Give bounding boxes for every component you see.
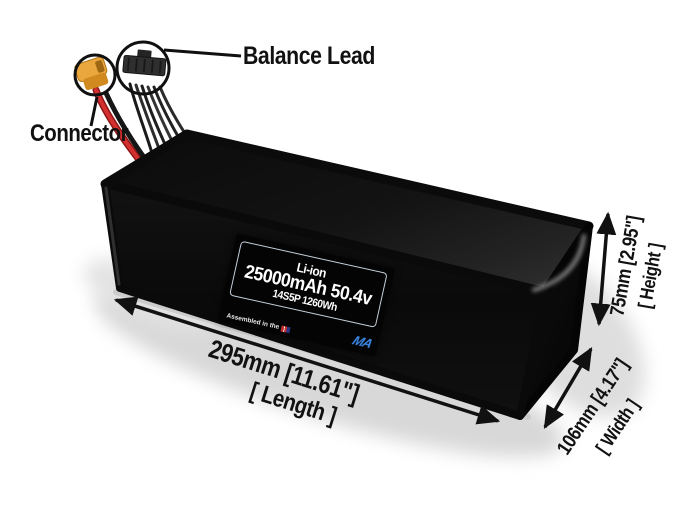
width-arrow <box>543 347 593 429</box>
balance-connector <box>122 49 167 77</box>
balance-leader-line <box>163 48 242 58</box>
balance-circle <box>115 40 171 96</box>
balance-lead-label: Balance Lead <box>243 42 375 70</box>
length-arrow <box>113 296 501 425</box>
xt-connector <box>74 56 109 91</box>
usa-flag-icon <box>280 324 291 333</box>
box-left-edge-gloss <box>104 186 121 286</box>
brand-logo: MA <box>349 332 375 351</box>
box-corner-gloss <box>532 234 586 292</box>
connector-label: Connector <box>30 120 129 147</box>
height-arrow <box>590 211 617 327</box>
connector-leader-line <box>89 96 99 127</box>
connector-circle <box>73 53 117 97</box>
